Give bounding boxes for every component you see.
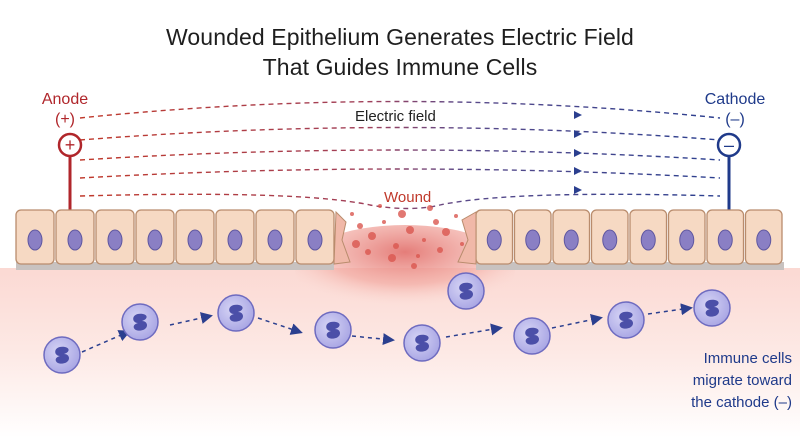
basement-membrane-left: [16, 262, 334, 270]
epithelial-cell: [513, 209, 552, 265]
debris-particle: [433, 219, 439, 225]
epithelial-cell: [15, 209, 55, 265]
title-line-2: That Guides Immune Cells: [262, 54, 538, 80]
immune-cell: [513, 317, 551, 355]
immune-cell: [447, 272, 485, 310]
epithelium-left: [15, 209, 335, 265]
epithelial-cell: [175, 209, 215, 265]
torn-cell-right: [457, 211, 477, 265]
electric-field-lines: [79, 100, 721, 210]
debris-particle: [357, 223, 363, 229]
debris-particle: [378, 204, 382, 208]
anode-electrode: [57, 132, 83, 213]
anode-sign: (+): [55, 111, 75, 128]
debris-particle: [454, 214, 458, 218]
cathode-electrode: [716, 132, 742, 213]
migration-path: [81, 303, 693, 353]
debris-particle: [393, 243, 399, 249]
debris-particle: [411, 263, 417, 269]
cathode-sign: (–): [725, 111, 745, 128]
immune-cell: [693, 289, 731, 327]
epithelial-cell: [629, 209, 668, 265]
debris-particle: [406, 226, 414, 234]
epithelial-cell: [215, 209, 255, 265]
debris-particle: [460, 242, 464, 246]
epithelial-cell: [590, 209, 629, 265]
immune-cell: [403, 324, 441, 362]
title-line-1: Wounded Epithelium Generates Electric Fi…: [166, 24, 634, 50]
anode-text: Anode: [41, 91, 89, 108]
field-arrowheads: [574, 111, 582, 194]
debris-particle: [382, 220, 386, 224]
debris-particle: [416, 254, 420, 258]
epithelial-cell: [552, 209, 591, 265]
debris-particle: [398, 210, 406, 218]
debris-particle: [437, 247, 443, 253]
electric-field-label: Electric field: [355, 108, 436, 125]
anode-label: Anode (+): [30, 90, 100, 130]
field-arrowhead: [574, 130, 582, 138]
wound-debris: [333, 204, 477, 269]
torn-cell-left: [333, 210, 351, 265]
cathode-minus-symbol: –: [724, 135, 734, 155]
field-arrowhead: [574, 111, 582, 119]
immune-cells: [43, 272, 731, 374]
epithelial-cell: [475, 209, 514, 265]
immune-cell: [43, 336, 81, 374]
debris-particle: [388, 254, 396, 262]
epithelial-cell: [295, 209, 335, 265]
immune-caption-line-3: the cathode (–): [691, 394, 792, 411]
field-arrowhead: [574, 149, 582, 157]
debris-particle: [422, 238, 426, 242]
cathode-text: Cathode: [704, 91, 766, 108]
epithelial-cell: [744, 209, 783, 265]
diagram-title: Wounded Epithelium Generates Electric Fi…: [0, 22, 800, 82]
cathode-label: Cathode (–): [690, 90, 780, 130]
wound-label: Wound: [384, 189, 432, 206]
immune-cell: [121, 303, 159, 341]
debris-particle: [350, 212, 354, 216]
debris-particle: [442, 228, 450, 236]
epithelial-cell: [95, 209, 135, 265]
field-arrowhead: [574, 167, 582, 175]
epithelium-right: [475, 209, 783, 265]
immune-cell: [314, 311, 352, 349]
immune-cells-caption: Immune cells migrate toward the cathode …: [652, 348, 792, 414]
debris-particle: [352, 240, 360, 248]
immune-caption-line-1: Immune cells: [703, 350, 792, 367]
anode-plus-symbol: +: [65, 135, 76, 155]
epithelial-cell: [55, 209, 95, 265]
epithelial-cell: [135, 209, 175, 265]
debris-particle: [365, 249, 371, 255]
epithelial-cell: [706, 209, 745, 265]
immune-caption-line-2: migrate toward: [692, 372, 792, 389]
immune-cell: [217, 294, 255, 332]
debris-particle: [427, 205, 433, 211]
basement-membrane-right: [476, 262, 784, 270]
epithelial-cell: [255, 209, 295, 265]
debris-particle: [368, 232, 376, 240]
epithelial-cell: [667, 209, 706, 265]
field-arrowhead: [574, 186, 582, 194]
immune-cell: [607, 301, 645, 339]
